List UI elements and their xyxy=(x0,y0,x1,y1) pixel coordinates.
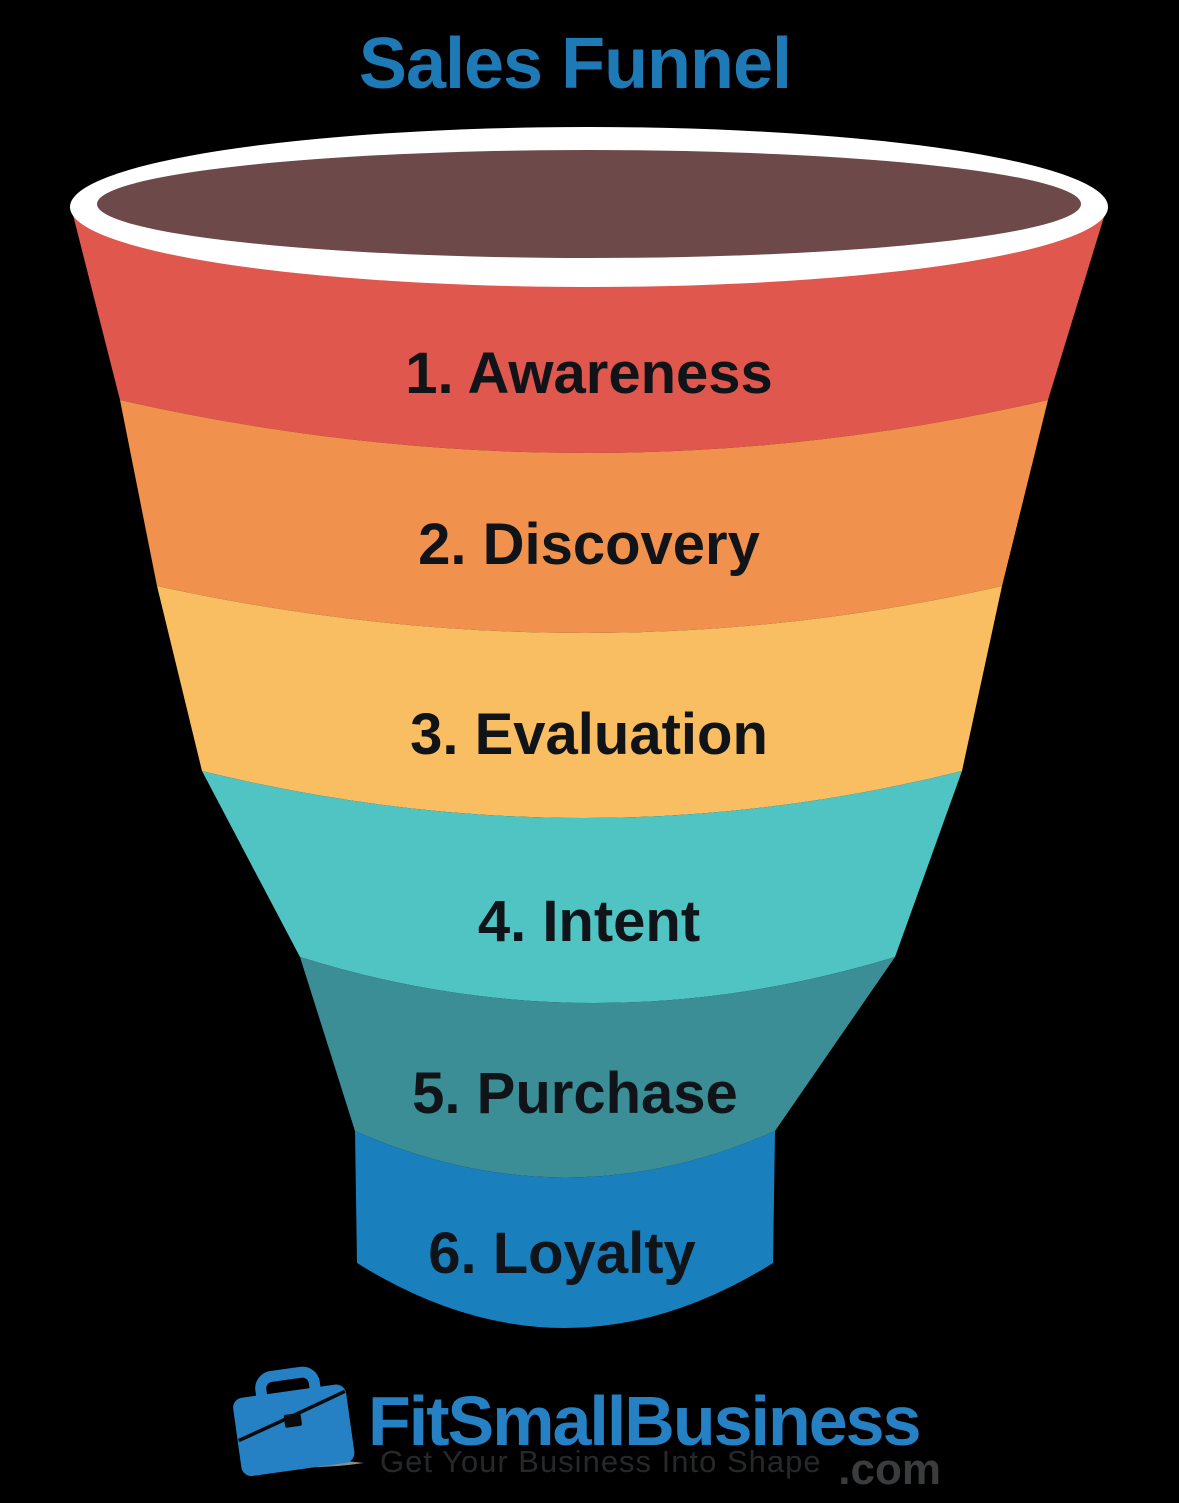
funnel-stage-intent-shape xyxy=(202,771,962,1003)
funnel-stage-discovery-shape xyxy=(120,400,1048,633)
page-title: Sales Funnel xyxy=(359,24,791,104)
funnel-stage-discovery-label: 2. Discovery xyxy=(418,512,760,577)
brand-logo: FitSmallBusiness Get Your Business Into … xyxy=(233,1366,941,1494)
logo-suffix: .com xyxy=(838,1445,941,1494)
logo-tagline: Get Your Business Into Shape xyxy=(380,1444,822,1479)
briefcase-clasp xyxy=(283,1412,302,1428)
briefcase-body xyxy=(233,1384,355,1477)
funnel-stage-purchase-shape xyxy=(300,957,895,1178)
funnel-stage-evaluation-shape xyxy=(157,586,1002,818)
funnel-stage-purchase-label: 5. Purchase xyxy=(412,1061,738,1126)
funnel-stage-labels: 1. Awareness 2. Discovery 3. Evaluation … xyxy=(405,341,773,1286)
briefcase-icon xyxy=(233,1366,355,1477)
funnel-opening-interior xyxy=(97,150,1081,258)
funnel-stage-loyalty-label: 6. Loyalty xyxy=(428,1221,696,1286)
funnel-stage-intent-label: 4. Intent xyxy=(478,889,700,954)
funnel-stage-awareness-label: 1. Awareness xyxy=(405,341,773,406)
funnel-stage-loyalty-shape xyxy=(355,1131,775,1328)
funnel-stage-evaluation-label: 3. Evaluation xyxy=(410,702,768,767)
logo-text: FitSmallBusiness xyxy=(368,1382,920,1460)
